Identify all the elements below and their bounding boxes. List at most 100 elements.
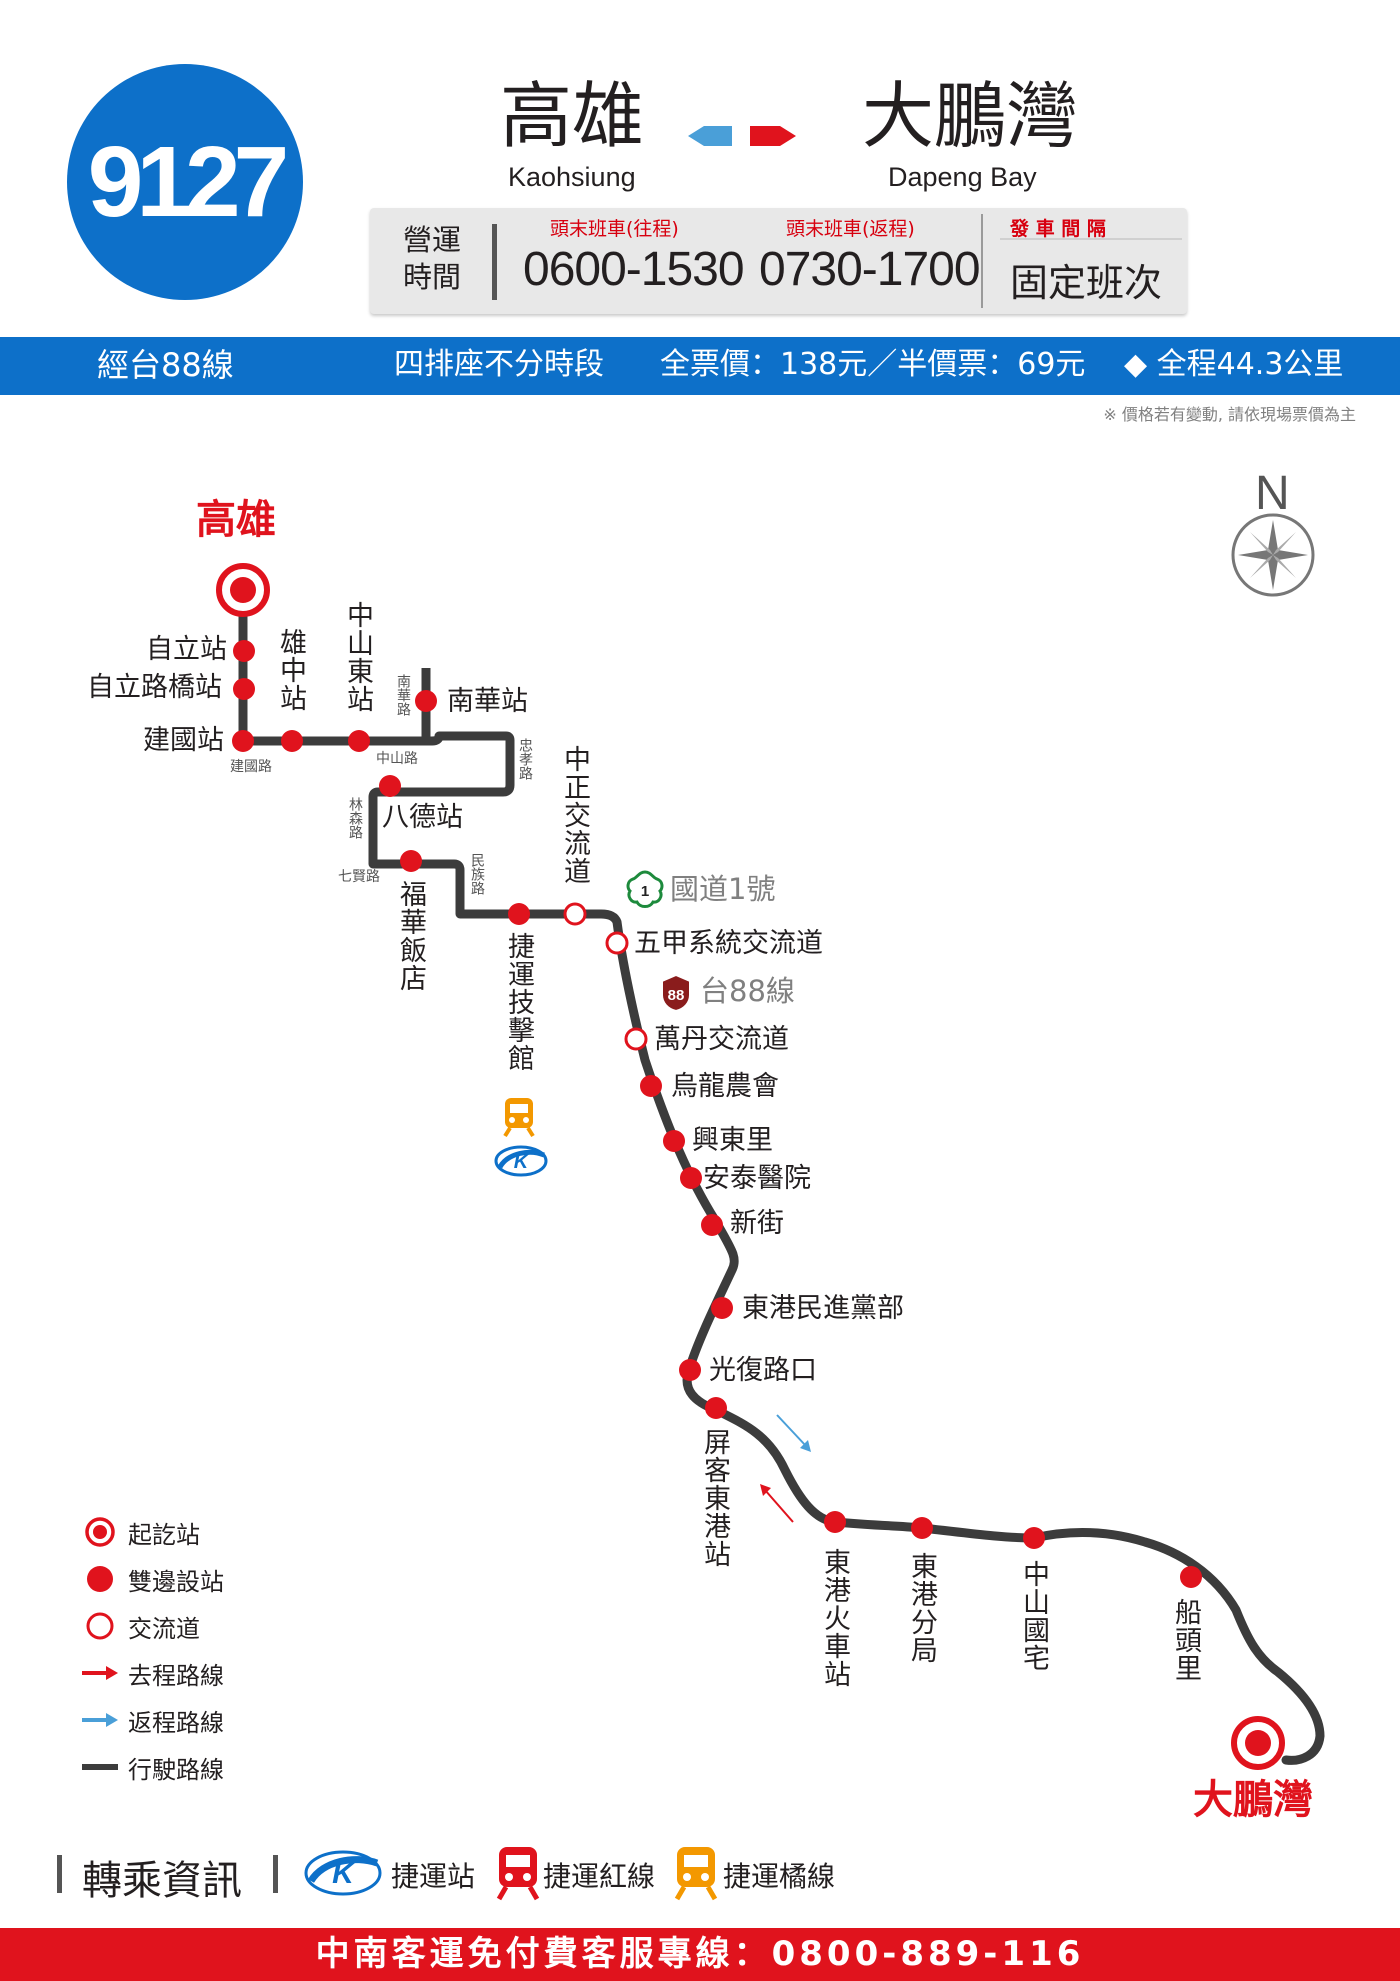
stop-wulong bbox=[640, 1075, 662, 1097]
outbound-arrow-icon bbox=[82, 1666, 118, 1680]
road-label-minzu: 民族路 bbox=[469, 853, 485, 895]
legend-terminus: 起訖站 bbox=[80, 1514, 200, 1550]
mrt-orange-line-legend-icon bbox=[674, 1847, 718, 1901]
price-note: ※ 價格若有變動, 請依現場票價為主 bbox=[1103, 405, 1356, 424]
stop-label-bade: 八德站 bbox=[382, 802, 463, 833]
interchange-wujia bbox=[605, 931, 629, 955]
stop-label-chuantou: 船頭里 bbox=[1170, 1598, 1201, 1682]
terminal-label-dapeng-bay: 大鵬灣 bbox=[1193, 1777, 1313, 1823]
terminal-label-kaohsiung: 高雄 bbox=[196, 497, 276, 543]
stop-label-zhongshan-housing: 中山國宅 bbox=[1018, 1560, 1049, 1672]
stop-label-donggang-train: 東港火車站 bbox=[819, 1548, 850, 1688]
hours-label: 營運 時間 bbox=[402, 223, 461, 294]
stop-dot-icon bbox=[87, 1566, 113, 1592]
stop-ziliz bbox=[233, 640, 255, 662]
provincial-highway-88-number: 88 bbox=[668, 987, 685, 1004]
interval-heading: 發 車 間 隔 bbox=[1010, 218, 1106, 240]
stop-xinjie bbox=[701, 1214, 723, 1236]
stop-antai bbox=[680, 1167, 702, 1189]
origin-city-zh: 高雄 bbox=[500, 74, 645, 158]
interval-divider bbox=[981, 214, 983, 308]
road-label-linsen: 林森路 bbox=[347, 797, 363, 839]
stop-chuantou bbox=[1180, 1566, 1202, 1588]
stop-label-xingdong: 興東里 bbox=[692, 1125, 773, 1156]
stop-label-ziliz: 自立站 bbox=[146, 634, 227, 665]
stop-label-mrt-jiji: 捷運技擊館 bbox=[503, 932, 534, 1072]
stop-label-antai: 安泰醫院 bbox=[703, 1163, 811, 1194]
national-highway-1-shield-icon: 1 bbox=[626, 870, 664, 908]
stop-pingke bbox=[705, 1397, 727, 1419]
fare-info: 全票價：138元／半價票：69元 bbox=[660, 347, 1086, 382]
stop-label-xiongzhong: 雄中站 bbox=[275, 628, 306, 712]
interchange-icon bbox=[86, 1612, 114, 1640]
stop-label-donggang-dpp: 東港民進黨部 bbox=[742, 1293, 904, 1324]
road-label-zhongxiao: 忠孝路 bbox=[517, 738, 533, 780]
return-route-arrow bbox=[776, 1414, 811, 1452]
stop-label-fuhua: 福華飯店 bbox=[395, 880, 426, 992]
legend-route-line: 行駛路線 bbox=[80, 1749, 224, 1785]
interchange-zhongzheng bbox=[563, 902, 587, 926]
road-label-nanhua: 南華路 bbox=[395, 674, 411, 716]
stop-label-nanhua: 南華站 bbox=[447, 686, 528, 717]
provincial-highway-88-shield-icon: 88 bbox=[661, 973, 691, 1013]
road-label-jianguo: 建國路 bbox=[230, 759, 272, 775]
customer-service-hotline: 中南客運免付費客服專線：0800-889-116 bbox=[0, 1928, 1400, 1981]
transfer-mrt-station: 捷運站 bbox=[391, 1860, 476, 1893]
return-hours-heading: 頭末班車(返程) bbox=[786, 218, 915, 240]
svg-text:K: K bbox=[514, 1151, 530, 1173]
highway-label-national1: 國道1號 bbox=[670, 872, 776, 906]
stop-label-xinjie: 新街 bbox=[730, 1208, 784, 1239]
legend-both-sides-stop: 雙邊設站 bbox=[80, 1561, 224, 1597]
stop-label-zhongzheng-ic: 中正交流道 bbox=[559, 745, 590, 885]
route-line-icon bbox=[82, 1764, 118, 1770]
outbound-route-arrow bbox=[760, 1484, 794, 1523]
stop-label-guangfu: 光復路口 bbox=[709, 1355, 817, 1386]
stop-label-pingke: 屏客東港站 bbox=[699, 1428, 730, 1568]
compass-icon bbox=[1231, 513, 1315, 597]
stop-guangfu bbox=[679, 1359, 701, 1381]
stop-label-jianguo: 建國站 bbox=[143, 725, 224, 756]
stop-zhongshandong bbox=[348, 730, 370, 752]
mrt-station-legend-icon: K bbox=[304, 1850, 382, 1896]
stop-xiongzhong bbox=[281, 730, 303, 752]
highway-label-tai88: 台88線 bbox=[700, 974, 795, 1008]
stop-label-zhongshandong: 中山東站 bbox=[342, 601, 373, 713]
stop-label-donggang-police: 東港分局 bbox=[906, 1552, 937, 1664]
origin-city-en: Kaohsiung bbox=[508, 162, 636, 192]
stop-label-wujia-ic: 五甲系統交流道 bbox=[634, 928, 823, 959]
route-number: 9127 bbox=[87, 125, 289, 238]
transfer-orange-line: 捷運橘線 bbox=[723, 1860, 836, 1893]
stop-donggang-dpp bbox=[711, 1297, 733, 1319]
svg-text:K: K bbox=[332, 1857, 356, 1890]
stop-jianguo bbox=[232, 730, 254, 752]
route-info-bar: 經台88線 四排座不分時段 全票價：138元／半價票：69元 ◆ 全程44.3公… bbox=[0, 337, 1400, 395]
stop-xingdong bbox=[663, 1130, 685, 1152]
stop-donggang-police bbox=[911, 1517, 933, 1539]
compass-north-label: N bbox=[1255, 467, 1290, 520]
stop-ziliqiao bbox=[233, 678, 255, 700]
transfer-red-line: 捷運紅線 bbox=[543, 1860, 656, 1893]
stop-label-ziliqiao: 自立路橋站 bbox=[87, 672, 222, 703]
stop-fuhua bbox=[400, 850, 422, 872]
mrt-station-logo-icon: K bbox=[494, 1145, 548, 1177]
destination-city-en: Dapeng Bay bbox=[888, 162, 1037, 192]
operating-hours-panel: 營運 時間 頭末班車(往程) 0600-1530 頭末班車(返程) 0730-1… bbox=[370, 208, 1187, 314]
route-via: 經台88線 bbox=[97, 346, 234, 384]
hours-divider bbox=[492, 224, 497, 300]
seat-info: 四排座不分時段 bbox=[394, 347, 604, 382]
outbound-direction-arrow bbox=[750, 126, 796, 146]
national-highway-1-number: 1 bbox=[641, 883, 649, 900]
terminus-icon bbox=[85, 1517, 115, 1547]
bus-stops bbox=[232, 640, 1202, 1588]
interchanges bbox=[563, 902, 648, 1051]
stop-label-wulong: 烏龍農會 bbox=[671, 1071, 779, 1102]
road-label-qixian: 七賢路 bbox=[338, 869, 380, 885]
stop-bade bbox=[379, 775, 401, 797]
legend-outbound: 去程路線 bbox=[80, 1655, 224, 1691]
stop-nanhua bbox=[415, 690, 437, 712]
route-line bbox=[238, 585, 1325, 1765]
route-number-badge: 9127 bbox=[67, 64, 303, 300]
transfer-title: 轉乘資訊 bbox=[82, 1858, 242, 1904]
outbound-hours-heading: 頭末班車(往程) bbox=[550, 218, 679, 240]
